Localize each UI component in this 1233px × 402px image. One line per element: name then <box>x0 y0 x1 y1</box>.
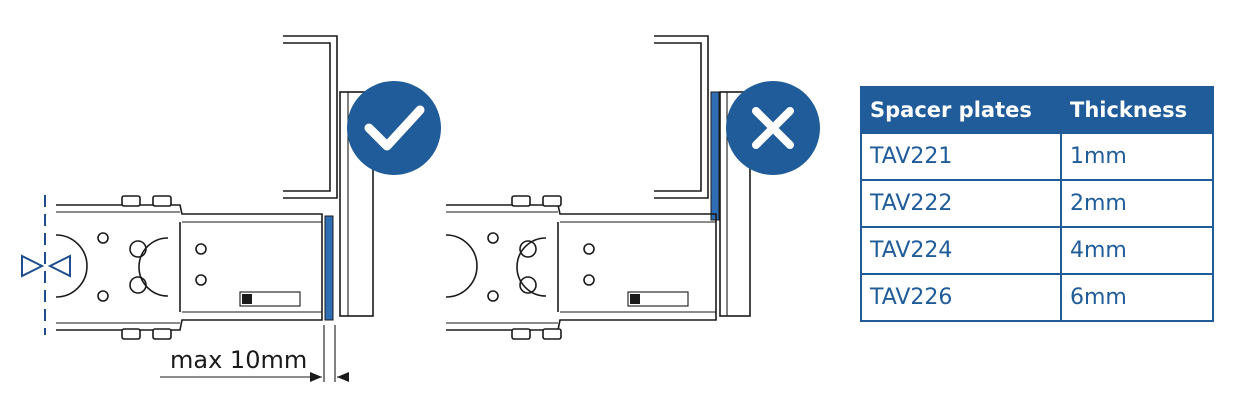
correct-badge <box>347 81 441 175</box>
cell-thickness: 4mm <box>1060 226 1214 275</box>
cell-part: TAV221 <box>860 132 1062 181</box>
correct-assembly: max 10mm <box>21 35 441 382</box>
center-arrow-right <box>21 254 45 278</box>
spacer-plates-table: Spacer plates Thickness TAV221 1mm TAV22… <box>860 86 1214 322</box>
bracket-left <box>283 35 338 199</box>
mounting-diagram: max 10mm <box>21 35 820 382</box>
table-row: TAV224 4mm <box>860 226 1214 275</box>
table-row: TAV222 2mm <box>860 179 1214 228</box>
cell-thickness: 6mm <box>1060 273 1214 322</box>
header-thickness: Thickness <box>1060 86 1214 134</box>
max-dimension-label: max 10mm <box>170 346 307 374</box>
cell-part: TAV226 <box>860 273 1062 322</box>
bracket-right <box>654 35 709 199</box>
table-header-row: Spacer plates Thickness <box>860 86 1214 134</box>
cell-thickness: 2mm <box>1060 179 1214 228</box>
cross-icon <box>752 107 794 149</box>
header-spacer-plates: Spacer plates <box>860 86 1062 134</box>
rail-right <box>446 204 717 331</box>
table-row: TAV221 1mm <box>860 132 1214 181</box>
incorrect-assembly <box>445 35 820 340</box>
table-row: TAV226 6mm <box>860 273 1214 322</box>
center-arrow-left <box>47 254 71 278</box>
check-icon <box>364 105 425 151</box>
cell-part: TAV224 <box>860 226 1062 275</box>
rail-left <box>56 204 323 331</box>
spacer-plate-right <box>710 91 720 221</box>
cell-thickness: 1mm <box>1060 132 1214 181</box>
cell-part: TAV222 <box>860 179 1062 228</box>
spacer-plate-left <box>324 215 334 321</box>
